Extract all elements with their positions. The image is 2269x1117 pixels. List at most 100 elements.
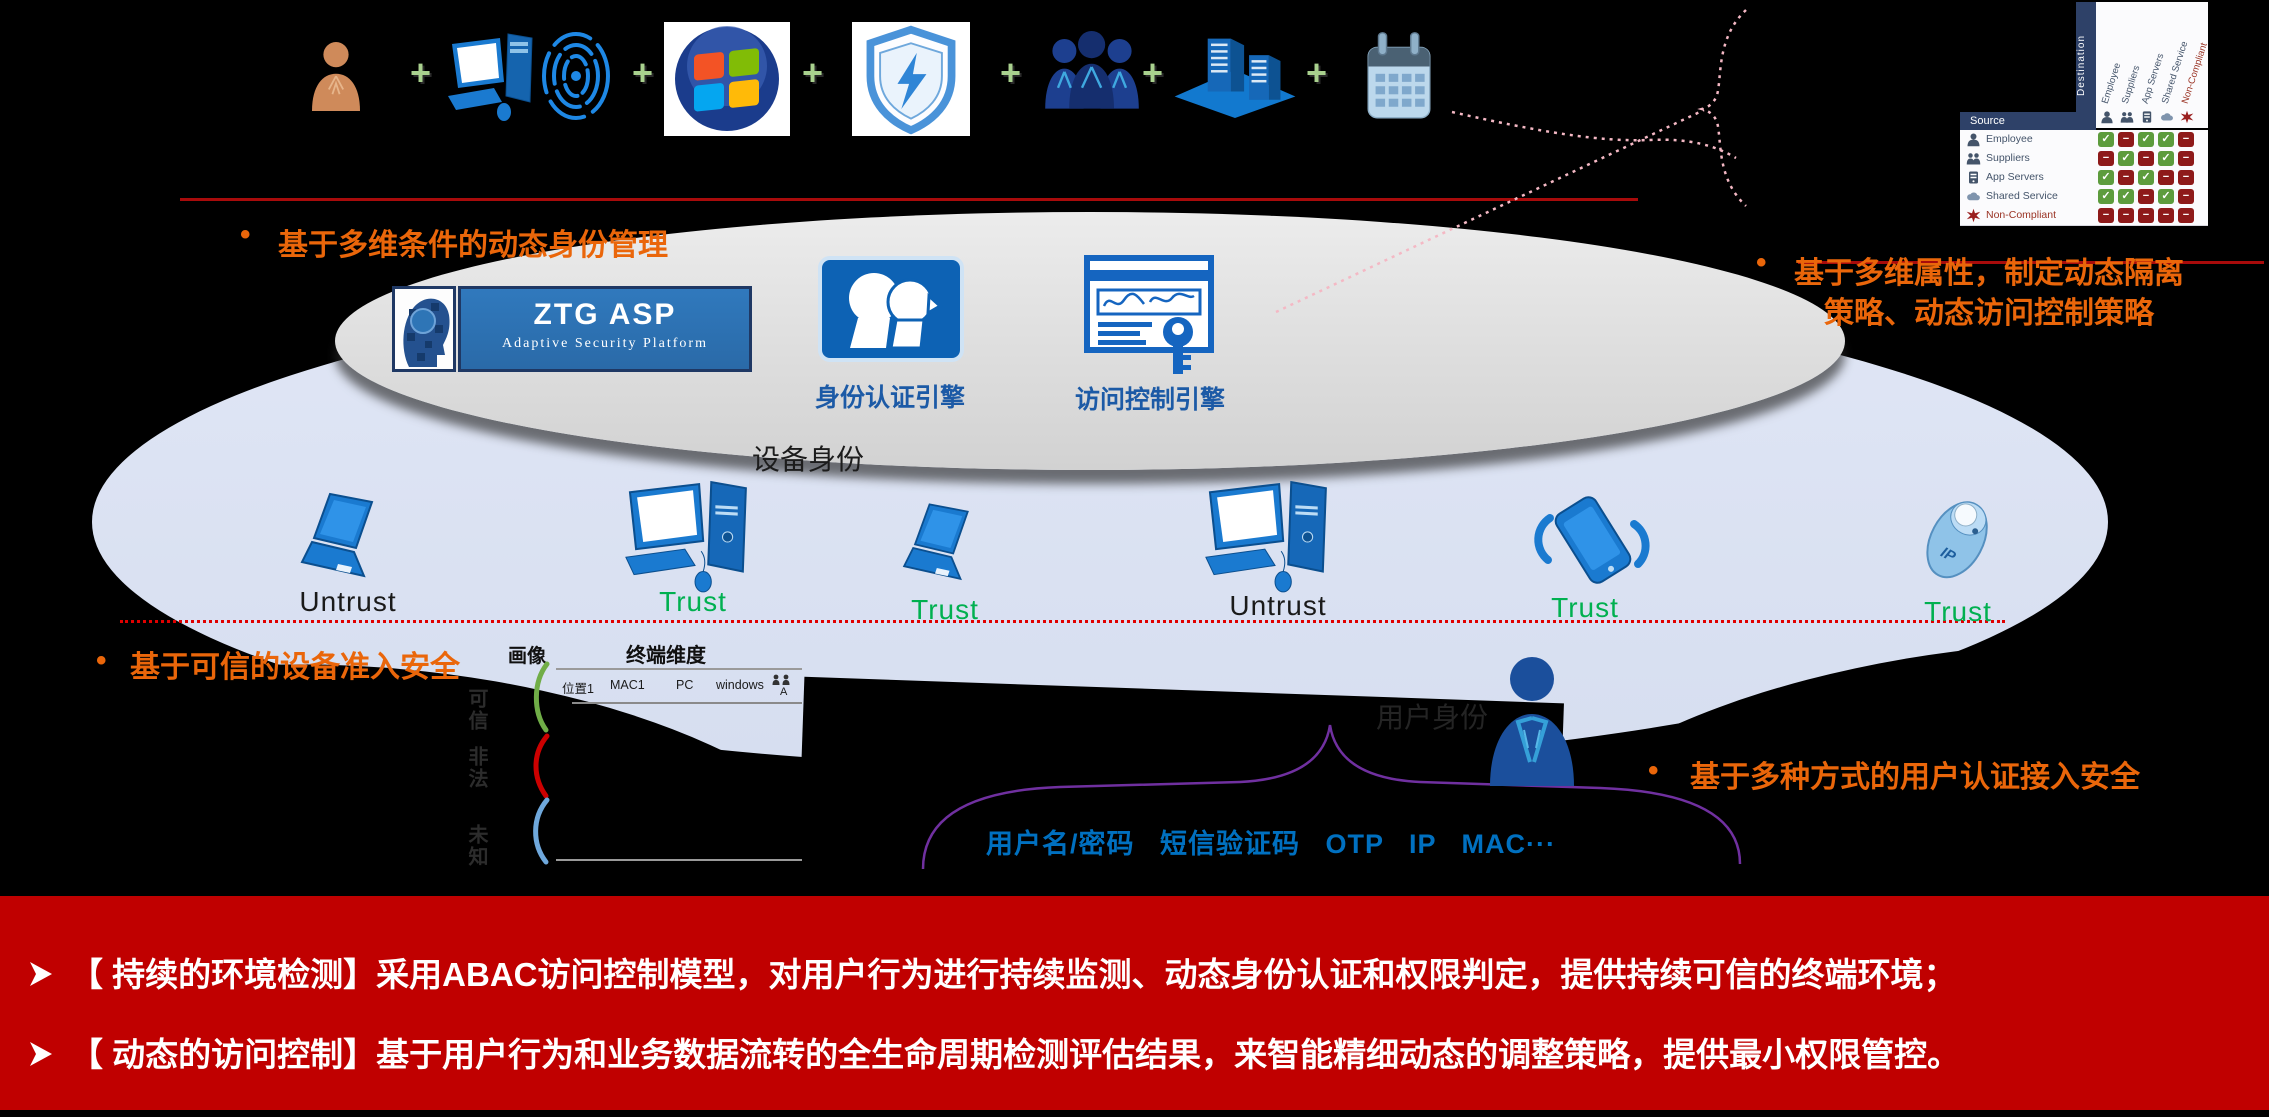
- banner-text-2: 【 动态的访问控制】基于用户行为和业务数据流转的全生命周期检测评估结果，来智能精…: [70, 1036, 1961, 1073]
- matrix-cell: −: [2178, 170, 2194, 185]
- matrix-cell: −: [2178, 208, 2194, 223]
- source-header: Source: [1960, 112, 2096, 130]
- matrix-cell: −: [2158, 208, 2174, 223]
- state-trusted: 可信: [465, 688, 487, 732]
- access-control-engine-label: 访问控制引擎: [1074, 386, 1225, 414]
- cell-user-flag: A: [780, 686, 788, 698]
- access-control-engine-icon: [1082, 254, 1216, 376]
- trust-label: Trust: [1924, 596, 1992, 627]
- plus-sign: +: [410, 52, 432, 93]
- matrix-cell: −: [2178, 151, 2194, 166]
- matrix-cell: −: [2098, 151, 2114, 166]
- platform-subtitle: Adaptive Security Platform: [502, 336, 708, 351]
- brace-illegal: [533, 733, 550, 799]
- row-mini-icons: [772, 674, 792, 686]
- matrix-cell: ✓: [2138, 132, 2154, 147]
- device-desktop-untrust: [1198, 478, 1348, 600]
- table-rule: [572, 702, 802, 704]
- trust-label: Untrust: [299, 586, 397, 617]
- device-ip-phone-trust: IP: [1908, 486, 2008, 590]
- matrix-cell: ✓: [2158, 189, 2174, 204]
- heading-underline-right: [1798, 261, 2264, 264]
- matrix-row-label: Shared Service: [1986, 190, 2058, 202]
- matrix-row-label: Employee: [1986, 133, 2033, 145]
- matrix-cell: −: [2158, 170, 2174, 185]
- suppliers-icon: [2120, 112, 2134, 123]
- banner-text-1: 【 持续的环境检测】采用ABAC访问控制模型，对用户行为进行持续监测、动态身份认…: [70, 956, 1957, 993]
- non-compliant-icon: [1966, 208, 1981, 223]
- computer-fingerprint-icon: [446, 30, 622, 124]
- matrix-cell: ✓: [2118, 189, 2134, 204]
- cell-type: PC: [676, 678, 694, 692]
- business-user-icon: [1482, 652, 1582, 786]
- bullet: •: [1648, 754, 1659, 787]
- bullet: •: [240, 218, 251, 251]
- plus-sign: +: [632, 52, 654, 93]
- matrix-cell: ✓: [2098, 189, 2114, 204]
- platform-title: ZTG ASP: [533, 298, 677, 331]
- user-auth-brace: [921, 724, 1742, 870]
- matrix-cell: −: [2118, 170, 2134, 185]
- suppliers-icon: [1966, 153, 1981, 165]
- matrix-cell: ✓: [2098, 170, 2114, 185]
- brace-trusted: [533, 661, 550, 733]
- user-group-icon: [1042, 30, 1142, 112]
- matrix-cell: −: [2118, 208, 2134, 223]
- annotation-policy-line2: 策略、动态访问控制策略: [1824, 297, 2154, 330]
- arrow-bullet-icon: [28, 960, 54, 988]
- employee-icon: [1967, 133, 1980, 147]
- matrix-row-label: App Servers: [1986, 171, 2044, 183]
- plus-sign: +: [1142, 52, 1164, 93]
- matrix-row: Shared Service ✓ ✓ − ✓ −: [1960, 187, 2208, 207]
- device-laptop-untrust: [292, 488, 402, 596]
- matrix-row: Non-Compliant − − − − −: [1960, 206, 2208, 226]
- matrix-cell: −: [2178, 189, 2194, 204]
- annotation-policy-line1: 基于多维属性，制定动态隔离: [1794, 257, 2184, 290]
- destination-header: Destination: [2076, 2, 2096, 128]
- matrix-row: Employee ✓ − ✓ ✓ −: [1960, 130, 2208, 150]
- matrix-header-bg: [2096, 2, 2208, 128]
- matrix-cell: ✓: [2158, 132, 2174, 147]
- banner-line-1: 【 持续的环境检测】采用ABAC访问控制模型，对用户行为进行持续监测、动态身份认…: [28, 948, 1957, 996]
- plus-sign: +: [1000, 52, 1022, 93]
- matrix-cell: ✓: [2158, 151, 2174, 166]
- table-rule-bottom: [556, 859, 802, 861]
- windows-logo-icon: [664, 22, 790, 136]
- matrix-cell: −: [2138, 189, 2154, 204]
- state-unknown: 未知: [465, 824, 487, 868]
- matrix-cell: ✓: [2098, 132, 2114, 147]
- state-illegal: 非法: [465, 746, 487, 790]
- user-icon: [306, 36, 366, 120]
- app-servers-icon: [2142, 111, 2152, 123]
- auth-methods-text: 用户名/密码 短信验证码 OTP IP MAC···: [986, 829, 1557, 859]
- identity-auth-engine-icon: [818, 256, 964, 362]
- connector-from-platform: [1275, 108, 1705, 314]
- security-shield-icon: [852, 22, 970, 136]
- bullet: •: [1756, 246, 1767, 279]
- trust-boundary-dotted-line: [120, 620, 2005, 623]
- annotation-user-auth: 基于多种方式的用户认证接入安全: [1690, 761, 2140, 794]
- matrix-cell: −: [2178, 132, 2194, 147]
- trust-label: Trust: [1551, 592, 1619, 623]
- employee-icon: [2101, 111, 2113, 124]
- trust-label: Trust: [659, 586, 727, 617]
- source-header-label: Source: [1970, 115, 2005, 127]
- matrix-row: App Servers ✓ − ✓ − −: [1960, 168, 2208, 188]
- connector-brace: [1697, 9, 1747, 207]
- platform-head-icon: [392, 286, 456, 372]
- terminal-dimension-header: 终端维度: [626, 645, 706, 667]
- matrix-cell: −: [2138, 151, 2154, 166]
- annotation-device-admission: 基于可信的设备准入安全: [130, 651, 460, 684]
- device-mobile-trust: [1528, 490, 1658, 592]
- non-compliant-icon: [2180, 110, 2194, 124]
- annotation-identity-management: 基于多维条件的动态身份管理: [278, 229, 668, 262]
- calendar-icon: [1358, 28, 1440, 124]
- cell-os: windows: [716, 678, 764, 692]
- trust-label: Trust: [911, 594, 979, 625]
- matrix-cell: ✓: [2138, 170, 2154, 185]
- buildings-icon: [1172, 32, 1298, 118]
- app-servers-icon: [1969, 171, 1978, 184]
- summary-banner: 【 持续的环境检测】采用ABAC访问控制模型，对用户行为进行持续监测、动态身份认…: [0, 896, 2269, 1110]
- matrix-row-label: Non-Compliant: [1986, 209, 2057, 221]
